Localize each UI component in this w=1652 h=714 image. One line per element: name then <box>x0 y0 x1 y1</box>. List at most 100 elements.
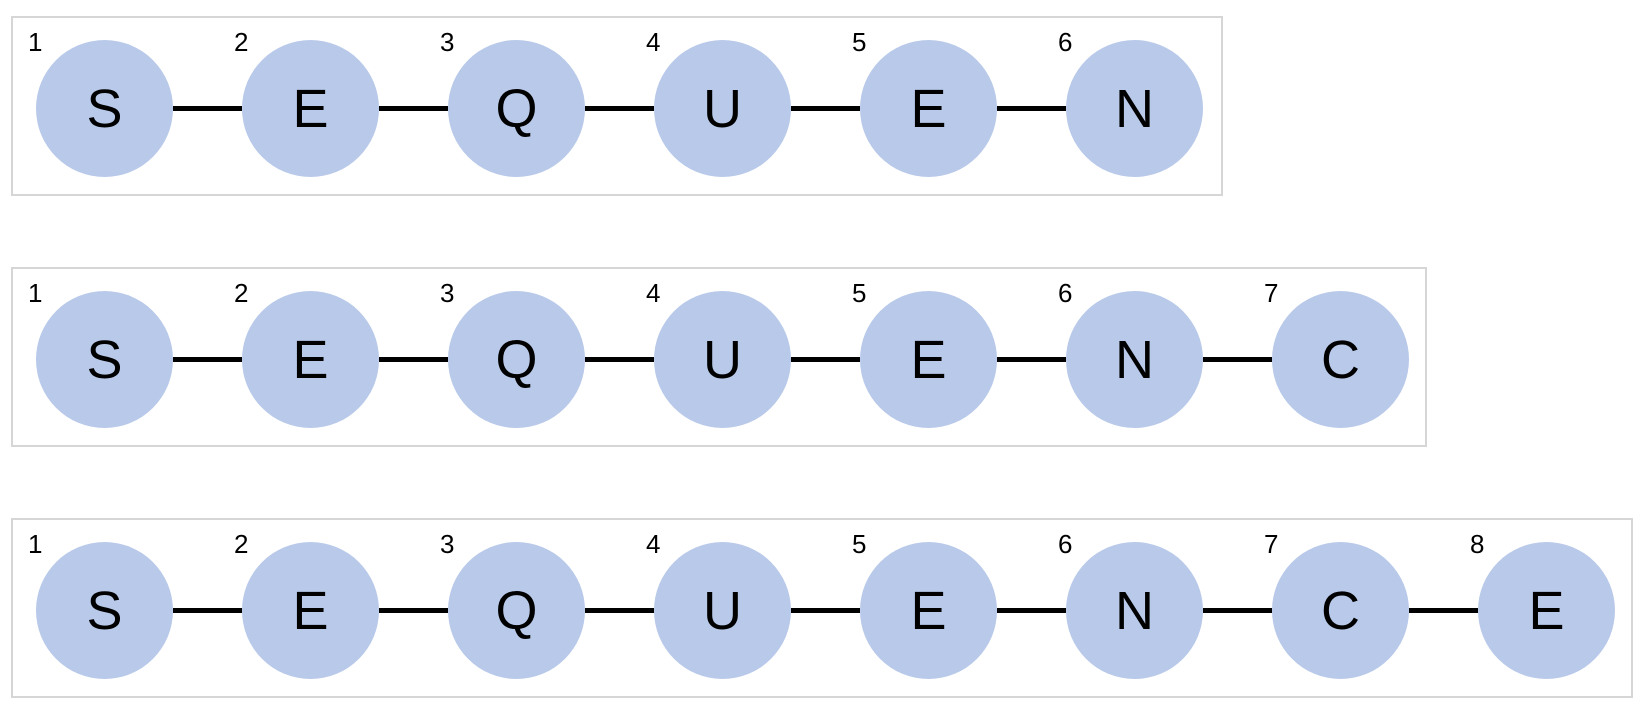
node-index-label: 4 <box>646 529 661 559</box>
node-index-label: 2 <box>234 27 249 57</box>
edge-connector-line <box>379 608 448 613</box>
node-index-label: 5 <box>852 27 867 57</box>
node-letter-label: C <box>1321 329 1360 390</box>
edge-connector-line <box>1203 357 1272 362</box>
node-circle: E <box>242 542 379 679</box>
node-letter-label: Q <box>495 580 538 641</box>
edge-connector-line <box>379 357 448 362</box>
node-circle: C <box>1272 291 1409 428</box>
edge-connector-line <box>585 106 654 111</box>
node-index-label: 7 <box>1264 529 1279 559</box>
node-letter-label: E <box>1528 580 1565 641</box>
node-circle: N <box>1066 542 1203 679</box>
node-letter-label: U <box>703 580 742 641</box>
node-circle: S <box>36 542 173 679</box>
node-index-label: 3 <box>440 27 455 57</box>
node-index-label: 1 <box>28 27 43 57</box>
node-circle: S <box>36 291 173 428</box>
edge-connector-line <box>585 357 654 362</box>
node-letter-label: E <box>910 329 947 390</box>
node-letter-label: E <box>910 580 947 641</box>
node-circle: E <box>860 40 997 177</box>
node-circle: Q <box>448 291 585 428</box>
node-letter-label: S <box>86 329 123 390</box>
node-letter-label: U <box>703 329 742 390</box>
node-index-label: 4 <box>646 278 661 308</box>
node-circle: E <box>242 40 379 177</box>
edge-connector-line <box>791 608 860 613</box>
node-index-label: 2 <box>234 278 249 308</box>
node-circle: U <box>654 542 791 679</box>
node-index-label: 3 <box>440 529 455 559</box>
node-circle: E <box>860 291 997 428</box>
node-circle: U <box>654 291 791 428</box>
node-index-label: 5 <box>852 529 867 559</box>
edge-connector-line <box>791 357 860 362</box>
node-letter-label: E <box>910 78 947 139</box>
node-letter-label: S <box>86 580 123 641</box>
node-circle: N <box>1066 291 1203 428</box>
node-circle: E <box>1478 542 1615 679</box>
node-index-label: 7 <box>1264 278 1279 308</box>
edge-connector-line <box>173 106 242 111</box>
node-letter-label: E <box>292 580 329 641</box>
edge-connector-line <box>997 106 1066 111</box>
node-circle: C <box>1272 542 1409 679</box>
node-index-label: 1 <box>28 529 43 559</box>
node-index-label: 6 <box>1058 529 1073 559</box>
node-letter-label: Q <box>495 78 538 139</box>
node-letter-label: E <box>292 329 329 390</box>
node-circle: S <box>36 40 173 177</box>
edge-connector-line <box>997 357 1066 362</box>
node-circle: Q <box>448 40 585 177</box>
edge-connector-line <box>173 608 242 613</box>
node-circle: U <box>654 40 791 177</box>
edge-connector-line <box>379 106 448 111</box>
edge-connector-line <box>585 608 654 613</box>
node-circle: E <box>860 542 997 679</box>
node-letter-label: C <box>1321 580 1360 641</box>
node-index-label: 1 <box>28 278 43 308</box>
edge-connector-line <box>173 357 242 362</box>
node-index-label: 8 <box>1470 529 1485 559</box>
node-letter-label: N <box>1115 78 1154 139</box>
node-circle: E <box>242 291 379 428</box>
node-index-label: 5 <box>852 278 867 308</box>
node-index-label: 6 <box>1058 27 1073 57</box>
node-letter-label: Q <box>495 329 538 390</box>
edge-connector-line <box>791 106 860 111</box>
node-letter-label: E <box>292 78 329 139</box>
node-letter-label: N <box>1115 329 1154 390</box>
edge-connector-line <box>1203 608 1272 613</box>
node-index-label: 6 <box>1058 278 1073 308</box>
edge-connector-line <box>997 608 1066 613</box>
node-index-label: 3 <box>440 278 455 308</box>
node-letter-label: U <box>703 78 742 139</box>
